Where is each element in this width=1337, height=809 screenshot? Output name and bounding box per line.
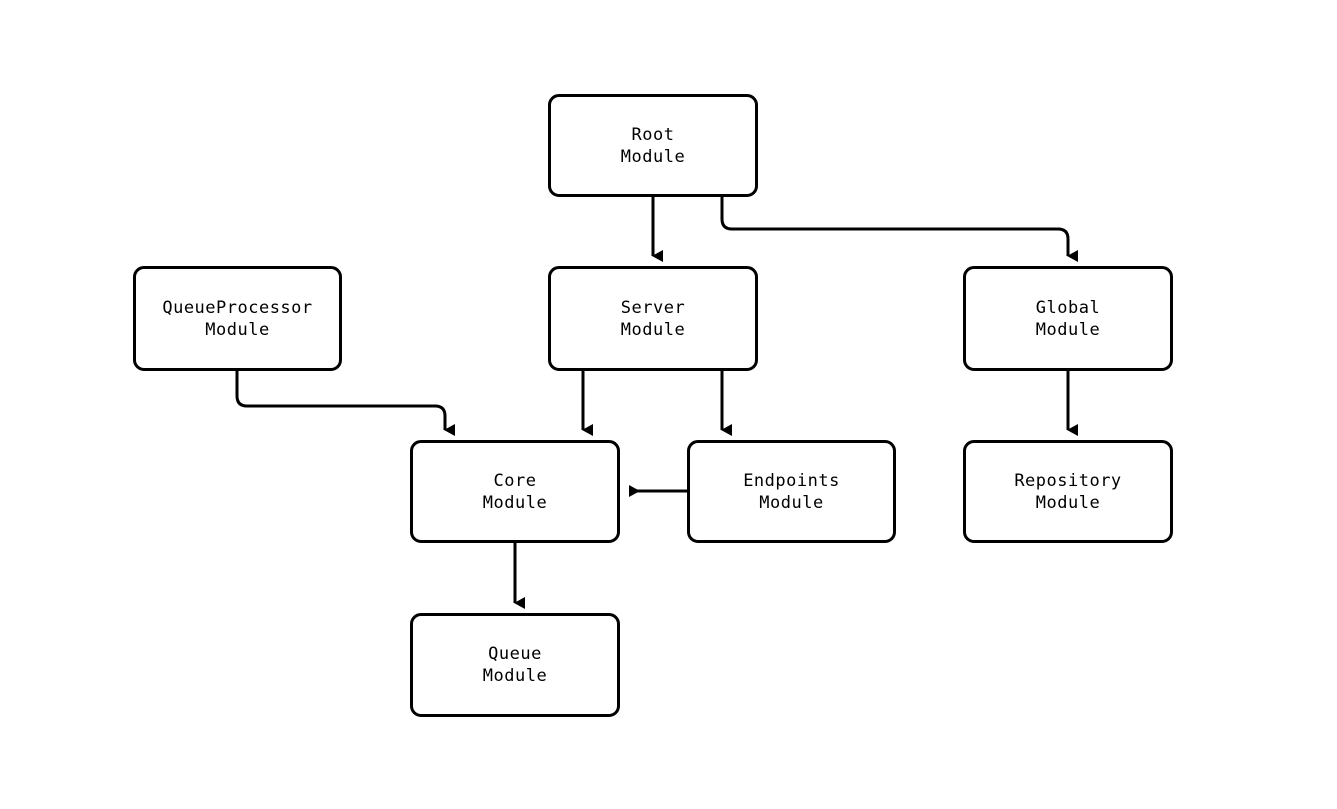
- node-label-suffix: Module: [620, 146, 686, 167]
- node-label-suffix: Module: [759, 492, 824, 513]
- node-label-name: Global: [1035, 297, 1101, 318]
- node-label-name: Repository: [1014, 470, 1122, 491]
- node-label-name: Endpoints: [743, 470, 840, 491]
- node-label-name: Queue: [488, 644, 542, 664]
- node-label-suffix: Module: [205, 319, 270, 340]
- node-label-suffix: Module: [1035, 492, 1101, 513]
- node-label-suffix: Module: [1035, 319, 1101, 340]
- node-label-name: Server: [620, 297, 686, 318]
- edges-group: [235, 197, 1078, 609]
- node-label-name: Core: [493, 470, 537, 491]
- node-label-name: Root: [631, 124, 675, 145]
- node-label-suffix: Module: [482, 492, 548, 513]
- node-label-suffix: Module: [620, 319, 686, 340]
- edge-root-global: [720, 197, 1078, 262]
- node-label-name: QueueProcessor: [162, 297, 313, 318]
- edge-queueprocessor-core: [235, 371, 455, 436]
- node-label-suffix: Module: [482, 666, 548, 686]
